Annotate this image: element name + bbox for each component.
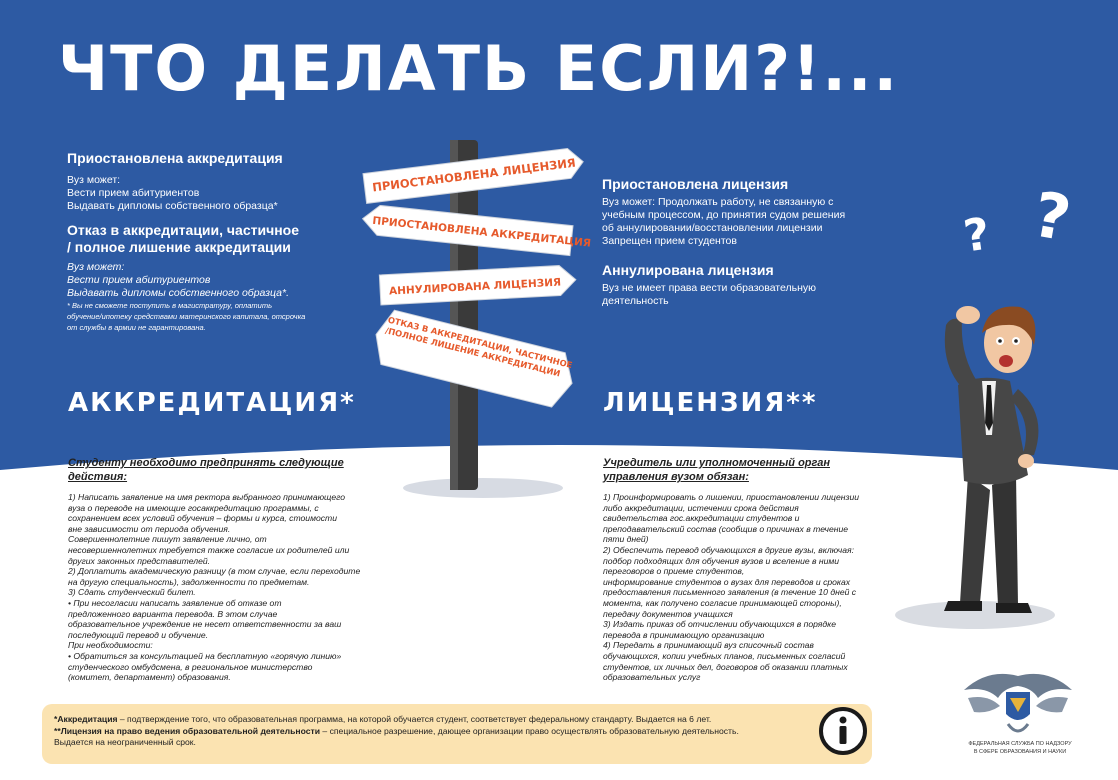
license-intro: Учредитель или уполномоченный орган xyxy=(603,457,830,469)
body-line: сохранением всех условий обучения – форм… xyxy=(68,513,337,524)
body-line: переговоров о приеме студентов, xyxy=(603,566,745,577)
body-line: студенческого омбудсмена, в региональное… xyxy=(68,661,313,672)
footer-notes: *Аккредитация – подтверждение того, что … xyxy=(42,704,872,764)
body-line: момента, как получено согласие принимающ… xyxy=(603,597,842,608)
accreditation-refused-block: Отказ в аккредитации, частичное / полное… xyxy=(67,222,367,333)
body-line: свидетельства гос.аккредитации студентов… xyxy=(603,513,800,524)
body-line: вне зависимости от периода обучения. xyxy=(68,523,231,534)
body-line: пяти дней) xyxy=(603,534,649,545)
accreditation-note-line: обучение/ипотеку средствами материнского… xyxy=(67,312,306,321)
body-line: 3) Издать приказ об отчислении обучающих… xyxy=(603,619,836,630)
body-line: вуза о переводе на имеющие госаккредитац… xyxy=(68,502,319,513)
license-suspended-line: об аннулировании/восстановлении лицензии xyxy=(602,222,823,234)
license-suspended-block: Приостановлена лицензия Вуз может: Продо… xyxy=(602,176,902,248)
body-line: студентов, их личных дел, договоров об о… xyxy=(603,661,848,672)
footer-license-term: Выдается на неограниченный срок. xyxy=(54,737,196,747)
accreditation-body-list: 1) Написать заявление на имя ректора выб… xyxy=(68,492,398,683)
body-line: 4) Передать в принимающий вуз списочный … xyxy=(603,640,814,651)
accreditation-suspended-line: Вуз может: xyxy=(67,174,121,186)
license-annulled-block: Аннулирована лицензия Вуз не имеет права… xyxy=(602,262,902,308)
license-suspended-line: учебным процессом, до принятия судом реш… xyxy=(602,209,846,221)
license-suspended-heading: Приостановлена лицензия xyxy=(602,176,789,192)
accreditation-refused-heading-2: / полное лишение аккредитации xyxy=(67,239,291,255)
license-suspended-line: Запрещен прием студентов xyxy=(602,235,737,247)
body-line: перевода в принимающую организацию xyxy=(603,629,765,640)
body-line: 2) Обеспечить перевод обучающихся в друг… xyxy=(603,544,854,555)
body-line: 1) Написать заявление на имя ректора выб… xyxy=(68,492,346,502)
body-line: передачу документов учащихся xyxy=(603,608,733,619)
body-line: (комитет, департамент) образования. xyxy=(68,672,231,683)
page-title: ЧТО ДЕЛАТЬ ЕСЛИ?!... xyxy=(58,32,900,105)
accreditation-note-line: * Вы не сможете поступить в магистратуру… xyxy=(67,301,273,310)
body-line: других законных представителей. xyxy=(68,555,211,566)
license-body-list: 1) Проинформировать о лишении, приостано… xyxy=(603,492,903,683)
license-annulled-heading: Аннулирована лицензия xyxy=(602,262,774,278)
emblem-caption-line: В СФЕРЕ ОБРАЗОВАНИЯ И НАУКИ xyxy=(973,749,1067,755)
body-line: либо аккредитации, истечении срока дейст… xyxy=(603,502,799,513)
license-instructions: Учредитель или уполномоченный орган упра… xyxy=(603,456,903,683)
body-line: • При несогласии написать заявление об о… xyxy=(68,597,282,608)
footer-license-definition: **Лицензия на право ведения образователь… xyxy=(54,725,739,736)
body-line: • Обратиться за консультацией на бесплат… xyxy=(68,650,342,661)
accreditation-note-line: от службы в армии не гарантирована. xyxy=(67,323,206,332)
emblem-icon xyxy=(964,673,1072,733)
license-suspended-line: Вуз может: Продолжать работу, не связанн… xyxy=(602,196,834,208)
accreditation-suspended-heading: Приостановлена аккредитация xyxy=(67,150,283,166)
body-line: на другую специальность), задолженности … xyxy=(68,576,310,587)
accreditation-refused-line: Вести прием абитуриентов xyxy=(67,274,211,286)
body-line: предоставления письменного заявления (в … xyxy=(603,587,857,598)
info-icon xyxy=(819,707,867,755)
body-line: образовательное учреждение не несет отве… xyxy=(68,619,342,630)
body-line: Совершеннолетние пишут заявление лично, … xyxy=(68,534,267,545)
accreditation-intro: Студенту необходимо предпринять следующи… xyxy=(68,457,344,469)
accreditation-intro: действия: xyxy=(68,471,128,483)
body-line: информирование студентов о вузах для пер… xyxy=(603,576,851,587)
license-intro: управления вузом обязан: xyxy=(603,471,749,483)
body-line: преподавательский состав (сообщив о прич… xyxy=(603,523,849,534)
accreditation-suspended-line: Вести прием абитуриентов xyxy=(67,187,200,199)
emblem-caption: ФЕДЕРАЛЬНАЯ СЛУЖБА ПО НАДЗОРУ В СФЕРЕ ОБ… xyxy=(952,740,1088,756)
accreditation-refused-heading-1: Отказ в аккредитации, частичное xyxy=(67,222,300,238)
body-line: подбор подходящих для обучения вузов и в… xyxy=(603,555,840,566)
body-line: 2) Доплатить академическую разницу (в то… xyxy=(68,566,361,577)
body-line: образовательных услуг xyxy=(603,672,701,683)
signpost-icon xyxy=(361,140,584,490)
footer-accreditation-definition: *Аккредитация – подтверждение того, что … xyxy=(54,714,712,724)
accreditation-instructions: Студенту необходимо предпринять следующи… xyxy=(68,456,398,683)
worried-man-illustration xyxy=(944,306,1039,613)
accreditation-refused-line: Вуз может: xyxy=(67,261,125,273)
accreditation-refused-line: Выдавать дипломы собственного образца*. xyxy=(67,287,290,299)
body-line: последующий перевод и обучение. xyxy=(68,629,209,640)
body-line: При необходимости: xyxy=(68,640,153,651)
body-line: несовершеннолетних требуется также согла… xyxy=(68,544,350,555)
body-line: обучающихся, копии учебных планов, письм… xyxy=(603,650,846,661)
accreditation-suspended-line: Выдавать дипломы собственного образца* xyxy=(67,200,278,212)
emblem-caption-line: ФЕДЕРАЛЬНАЯ СЛУЖБА ПО НАДЗОРУ xyxy=(968,741,1072,747)
body-line: предложенного варианта перевода. В этом … xyxy=(68,608,278,619)
accreditation-section-title: АККРЕДИТАЦИЯ* xyxy=(68,388,356,418)
license-annulled-line: Вуз не имеет права вести образовательную xyxy=(602,282,817,294)
body-line: 1) Проинформировать о лишении, приостано… xyxy=(603,492,860,502)
accreditation-suspended-block: Приостановлена аккредитация Вуз может: В… xyxy=(67,150,367,213)
license-section-title: ЛИЦЕНЗИЯ** xyxy=(603,388,818,418)
body-line: 3) Сдать студенческий билет. xyxy=(68,587,196,598)
license-annulled-line: деятельность xyxy=(602,295,669,307)
